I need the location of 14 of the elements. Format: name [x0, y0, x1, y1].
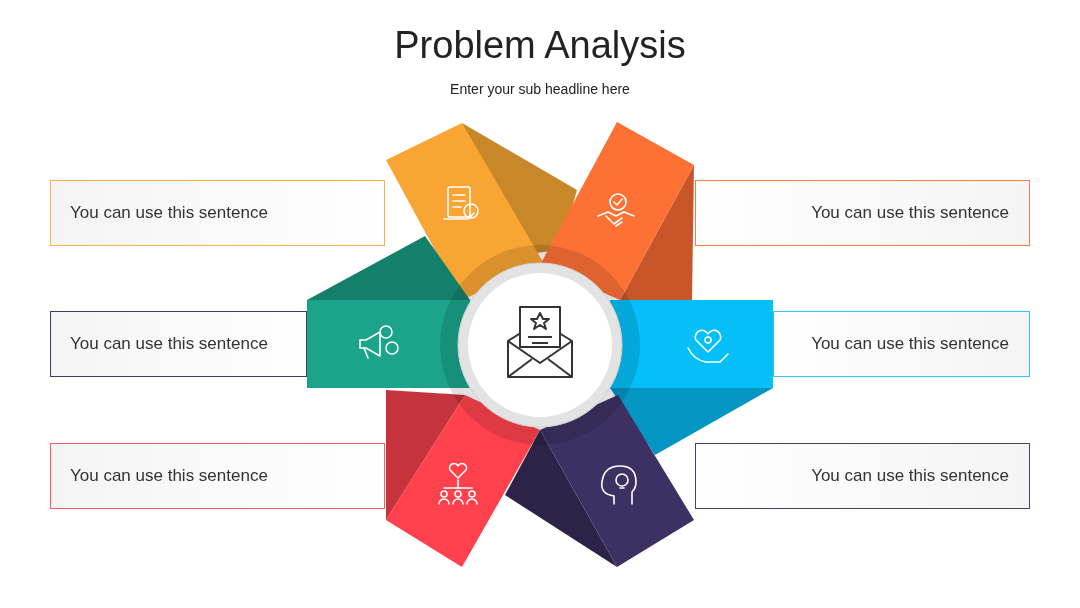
text-box	[50, 443, 385, 509]
box-text: You can use this sentence	[70, 334, 268, 354]
box-text: You can use this sentence	[811, 466, 1009, 486]
box-text: You can use this sentence	[70, 466, 268, 486]
box-text: You can use this sentence	[811, 203, 1009, 223]
subtitle: Enter your sub headline here	[450, 81, 630, 97]
text-box	[695, 180, 1030, 246]
title: Problem Analysis	[393, 24, 687, 67]
box-text: You can use this sentence	[70, 203, 268, 223]
text-box	[50, 311, 307, 377]
text-box	[695, 443, 1030, 509]
text-box	[773, 311, 1030, 377]
box-text: You can use this sentence	[811, 334, 1009, 354]
text-box	[50, 180, 385, 246]
